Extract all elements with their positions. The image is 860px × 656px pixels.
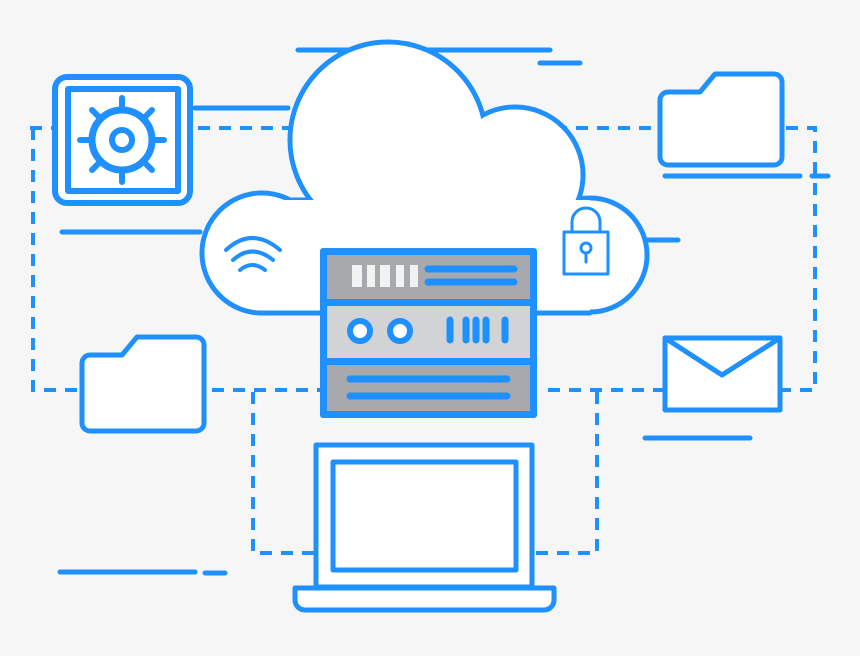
folder-icon: [657, 71, 785, 168]
wifi-icon: [224, 236, 282, 272]
safe-icon: [52, 74, 193, 206]
envelope-icon: [662, 335, 783, 413]
laptop-icon: [292, 442, 557, 613]
folder-icon: [79, 334, 207, 434]
server-icon: [320, 248, 537, 418]
lock-icon: [562, 206, 610, 276]
